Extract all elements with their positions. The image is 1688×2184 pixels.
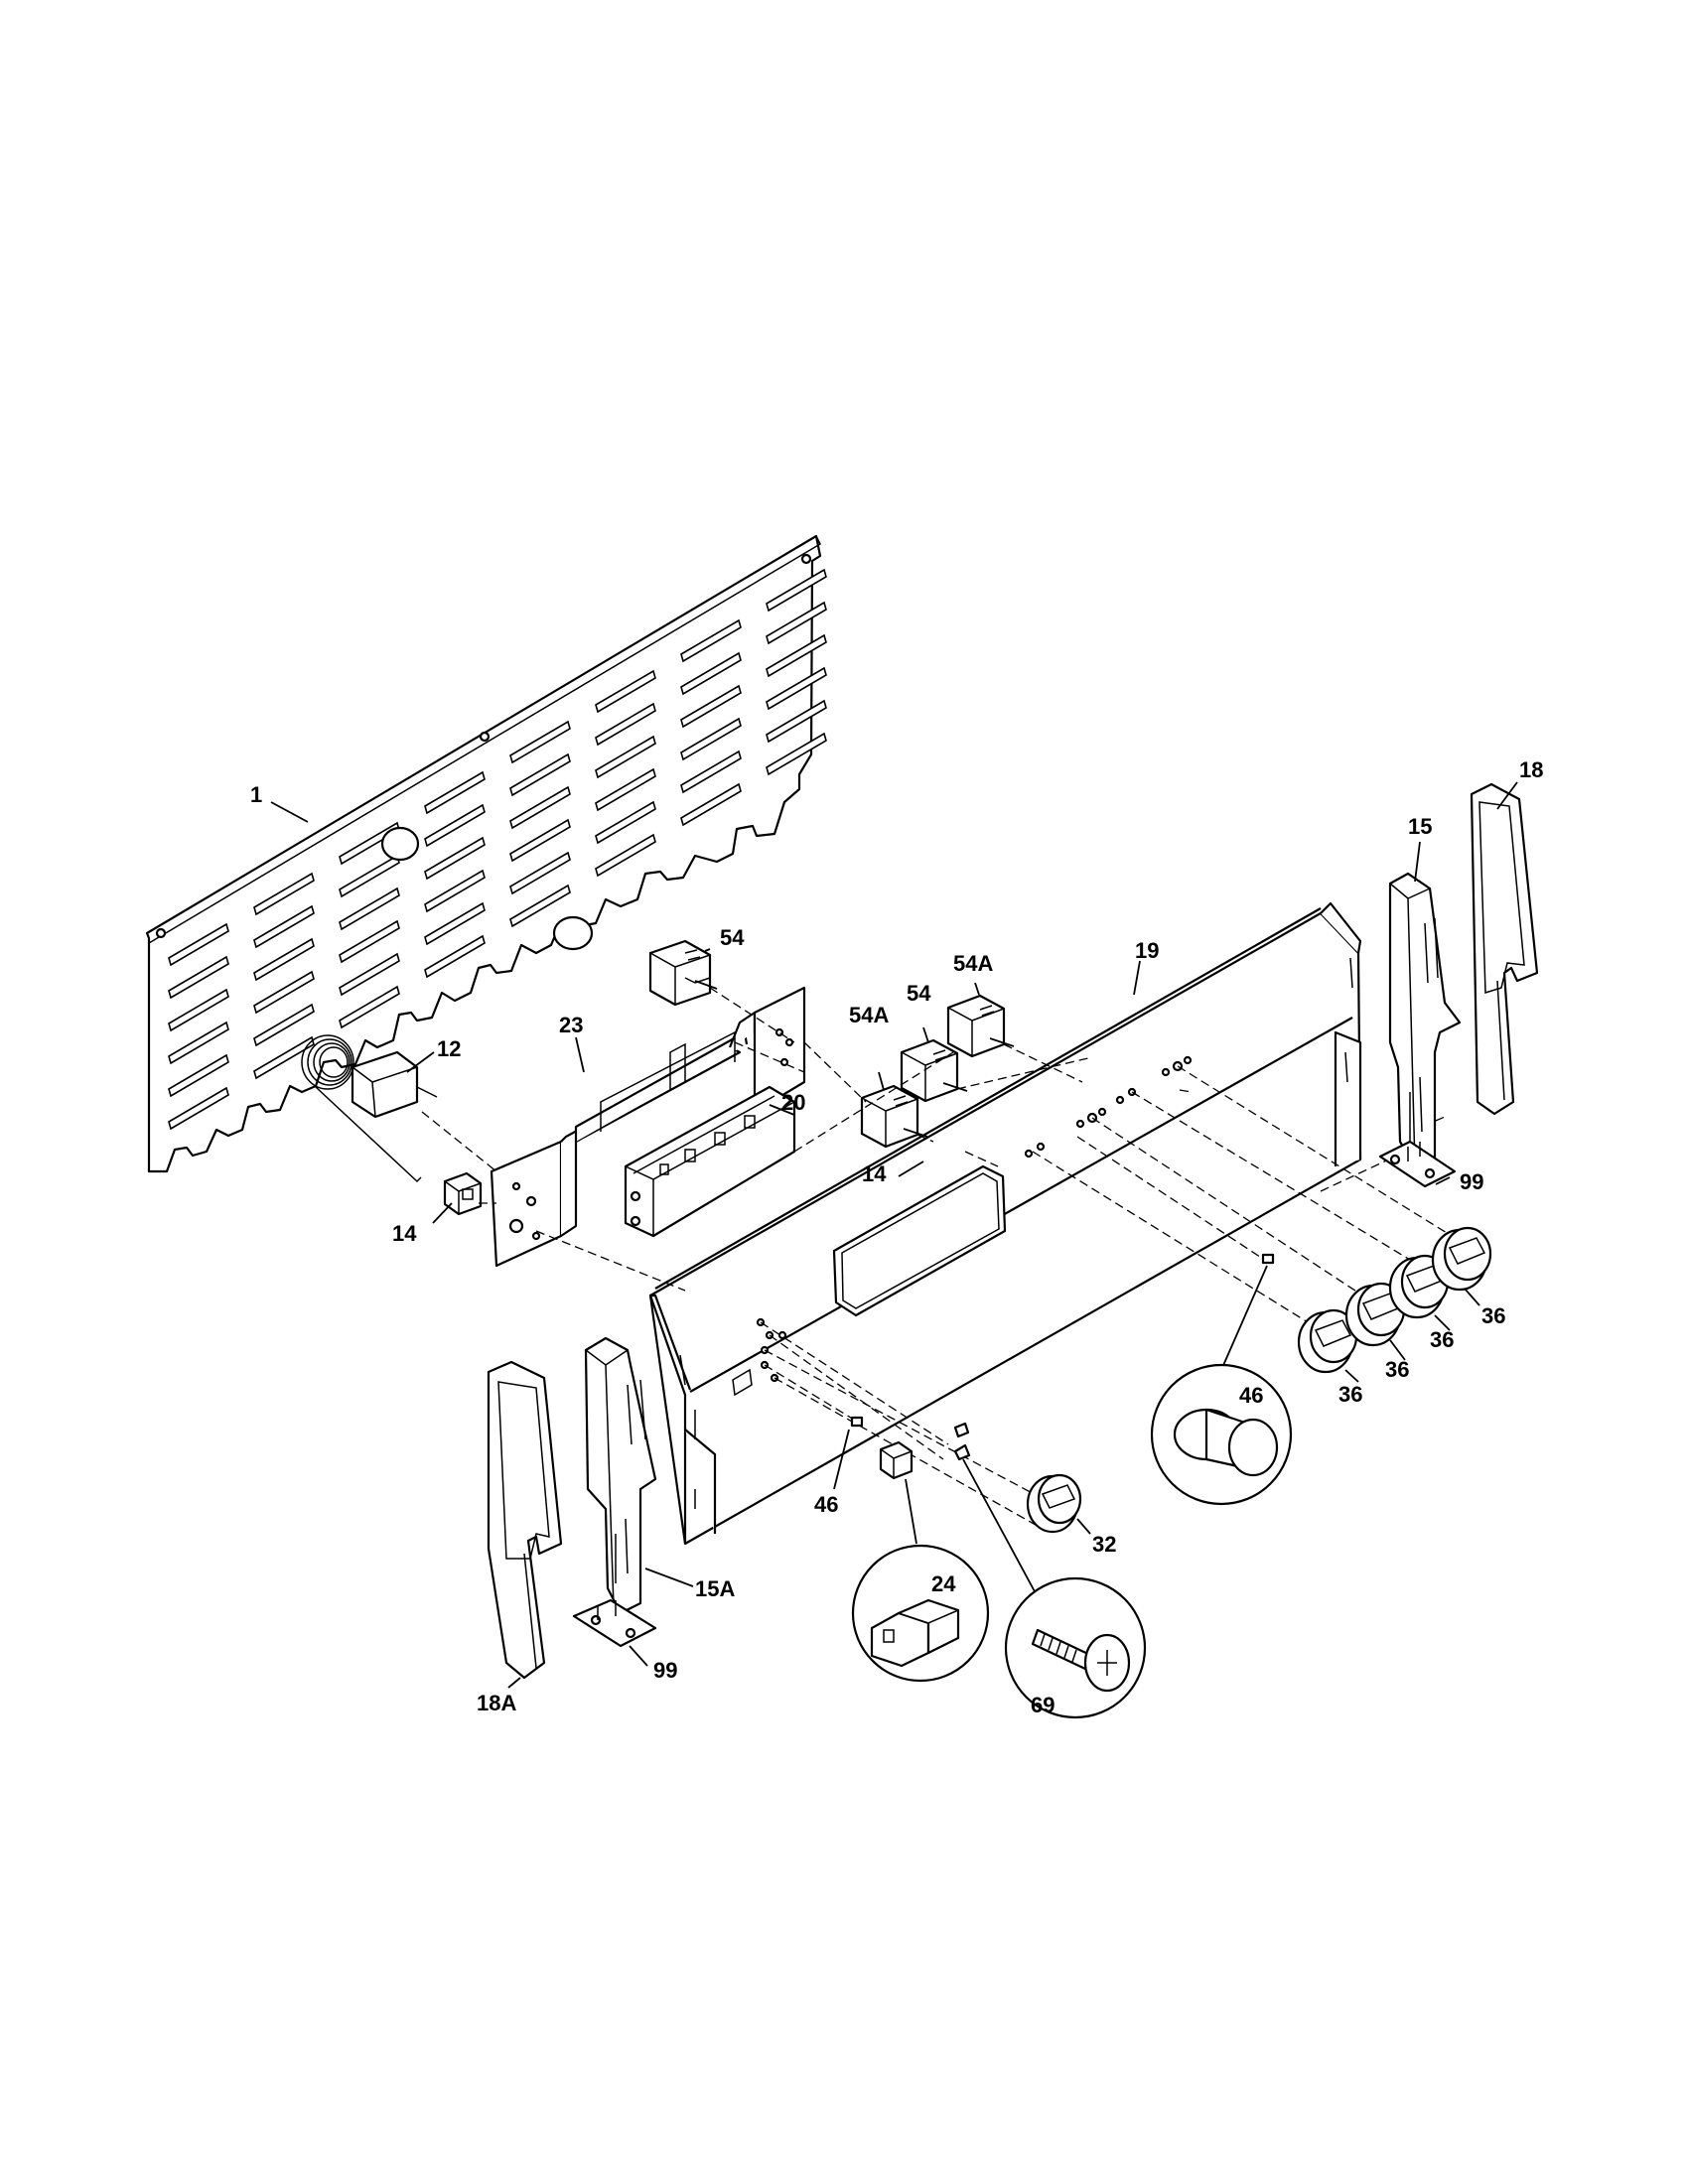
callout-99-right: 99 <box>1460 1169 1483 1194</box>
callout-12: 12 <box>437 1036 461 1061</box>
vent-slot <box>253 904 315 949</box>
callout-36-3: 36 <box>1430 1327 1454 1352</box>
vent-slot <box>253 1035 315 1080</box>
callout-99-left: 99 <box>653 1658 677 1683</box>
control-bracket <box>490 986 806 1268</box>
vent-slot <box>509 851 571 895</box>
callout-54-left: 54 <box>720 925 745 950</box>
vent-slot <box>339 952 400 997</box>
vent-slot <box>766 601 827 645</box>
rocker-switch-detail <box>851 1544 990 1683</box>
vent-slot <box>680 750 742 794</box>
callout-54-right: 54 <box>907 981 931 1006</box>
end-bracket-left <box>572 1336 657 1648</box>
vent-slot <box>595 833 656 878</box>
vent-slot <box>509 752 571 797</box>
callout-69: 69 <box>1031 1693 1055 1717</box>
callout-15a: 15A <box>695 1576 735 1601</box>
vent-slot <box>253 970 315 1015</box>
vent-slot <box>595 702 656 747</box>
vent-slot <box>595 669 656 714</box>
vent-slot <box>339 887 400 931</box>
callout-1: 1 <box>250 782 262 807</box>
vent-slot <box>595 800 656 845</box>
screw-detail <box>1004 1576 1147 1719</box>
vent-slot <box>680 684 742 729</box>
infinite-switch-54a-right <box>946 994 1015 1058</box>
end-bracket-right <box>1378 872 1462 1188</box>
vent-slot <box>424 770 486 815</box>
rear-vent-panel <box>145 534 827 1173</box>
vent-slot <box>253 872 315 916</box>
vent-slot <box>339 854 400 898</box>
callout-36-4: 36 <box>1481 1303 1505 1328</box>
vent-slot <box>509 785 571 830</box>
vent-slot <box>766 568 827 613</box>
callout-14-right: 14 <box>862 1161 887 1186</box>
vent-slot <box>168 1053 229 1098</box>
thermostat <box>301 1034 438 1183</box>
vent-slot <box>339 919 400 964</box>
electronic-control <box>624 1085 796 1238</box>
vent-slot <box>424 869 486 913</box>
vent-slot <box>424 934 486 979</box>
vent-slot <box>339 985 400 1029</box>
callouts: 1 12 14 14 15 15A 18 18A 19 20 23 24 32 … <box>250 757 1543 1717</box>
callout-14-left: 14 <box>392 1221 417 1246</box>
callout-20: 20 <box>781 1090 805 1115</box>
switch-left <box>443 1171 483 1216</box>
vent-slot <box>509 818 571 863</box>
vent-slot <box>168 922 229 967</box>
callout-54a-left: 54A <box>849 1003 889 1027</box>
leader-lines <box>270 781 1518 1689</box>
vent-slot <box>766 699 827 744</box>
vent-slot <box>509 884 571 928</box>
vent-slot <box>168 955 229 1000</box>
callout-23: 23 <box>559 1013 583 1037</box>
callout-46-panel: 46 <box>814 1492 838 1517</box>
end-trim-right <box>1470 782 1539 1116</box>
vent-slot <box>424 803 486 848</box>
screw-small <box>953 1422 971 1461</box>
vent-slot <box>766 633 827 678</box>
knob-32 <box>1026 1473 1082 1534</box>
vent-slot <box>680 618 742 663</box>
callout-36-2: 36 <box>1385 1357 1409 1382</box>
vent-slot <box>766 666 827 711</box>
vent-slot <box>595 735 656 779</box>
vent-slot <box>168 1021 229 1065</box>
vent-slot <box>424 836 486 881</box>
vent-slot <box>168 1086 229 1131</box>
vent-slot <box>680 717 742 761</box>
vent-slot <box>766 732 827 776</box>
vent-slot <box>253 937 315 982</box>
infinite-switch-54-left <box>648 939 718 1007</box>
vent-slot <box>509 720 571 764</box>
vent-slots <box>168 568 827 1131</box>
vent-slot <box>680 782 742 827</box>
callout-54a-right: 54A <box>953 951 993 976</box>
indicator-lamp-detail <box>1150 1363 1293 1506</box>
assembly-lines <box>421 987 1461 1530</box>
callout-24: 24 <box>931 1571 956 1596</box>
knob-36-3 <box>1388 1254 1450 1319</box>
knob-36-4 <box>1431 1226 1492 1292</box>
callout-18a: 18A <box>477 1691 516 1715</box>
callout-18: 18 <box>1519 757 1543 782</box>
callout-32: 32 <box>1092 1532 1116 1557</box>
callout-19: 19 <box>1135 938 1159 963</box>
callout-15: 15 <box>1408 814 1432 839</box>
control-panel <box>648 901 1362 1546</box>
callout-36-1: 36 <box>1338 1382 1362 1407</box>
vent-slot <box>595 767 656 812</box>
vent-slot <box>680 651 742 696</box>
vent-slot <box>253 1003 315 1047</box>
end-trim-left <box>487 1360 563 1680</box>
indicator-lamp-small <box>850 1253 1275 1428</box>
vent-slot <box>424 901 486 946</box>
vent-slot <box>168 988 229 1032</box>
callout-46-detail: 46 <box>1239 1383 1263 1408</box>
rocker-switch-small <box>879 1440 914 1480</box>
